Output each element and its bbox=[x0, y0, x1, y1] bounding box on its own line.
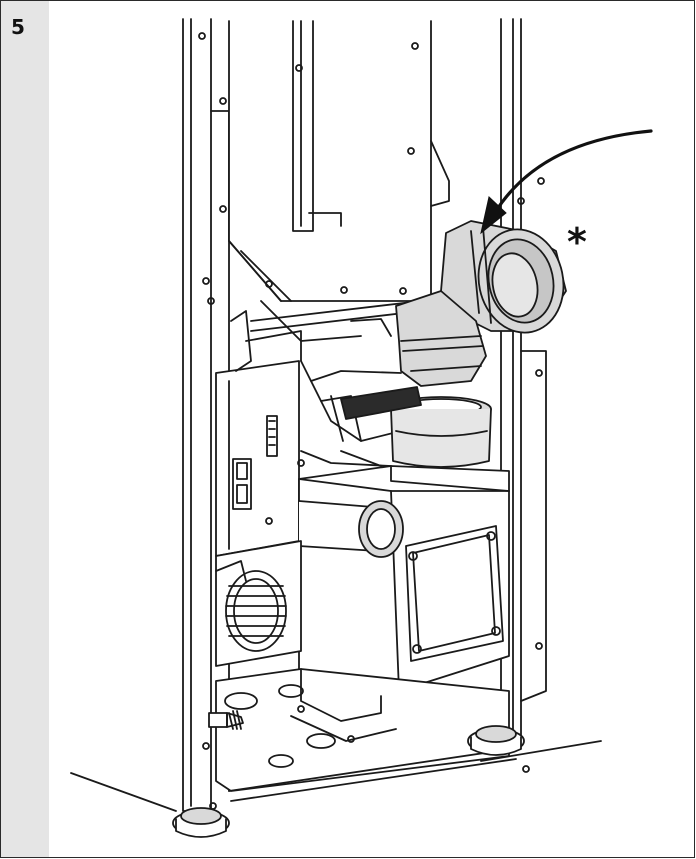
tube-collar bbox=[390, 396, 492, 468]
floor-line bbox=[70, 772, 177, 812]
fan-motor bbox=[215, 540, 302, 667]
black-strap bbox=[340, 386, 422, 420]
step-sidebar: 5 bbox=[1, 1, 49, 857]
foot-left bbox=[172, 807, 230, 838]
combustion-box bbox=[298, 465, 510, 692]
base-tray bbox=[215, 668, 517, 802]
stove-illustration bbox=[70, 18, 653, 838]
control-panel bbox=[215, 360, 300, 557]
elbow-tube bbox=[395, 220, 567, 387]
curved-arrow-icon bbox=[480, 129, 653, 235]
foot-right bbox=[467, 725, 525, 756]
asterisk-icon: * bbox=[567, 220, 587, 264]
inner-mechanism bbox=[230, 300, 402, 467]
hopper-panel bbox=[228, 20, 450, 332]
spring-screw bbox=[208, 710, 244, 730]
casing-screws bbox=[198, 32, 545, 810]
step-number: 5 bbox=[11, 15, 25, 39]
side-stub bbox=[298, 500, 404, 558]
